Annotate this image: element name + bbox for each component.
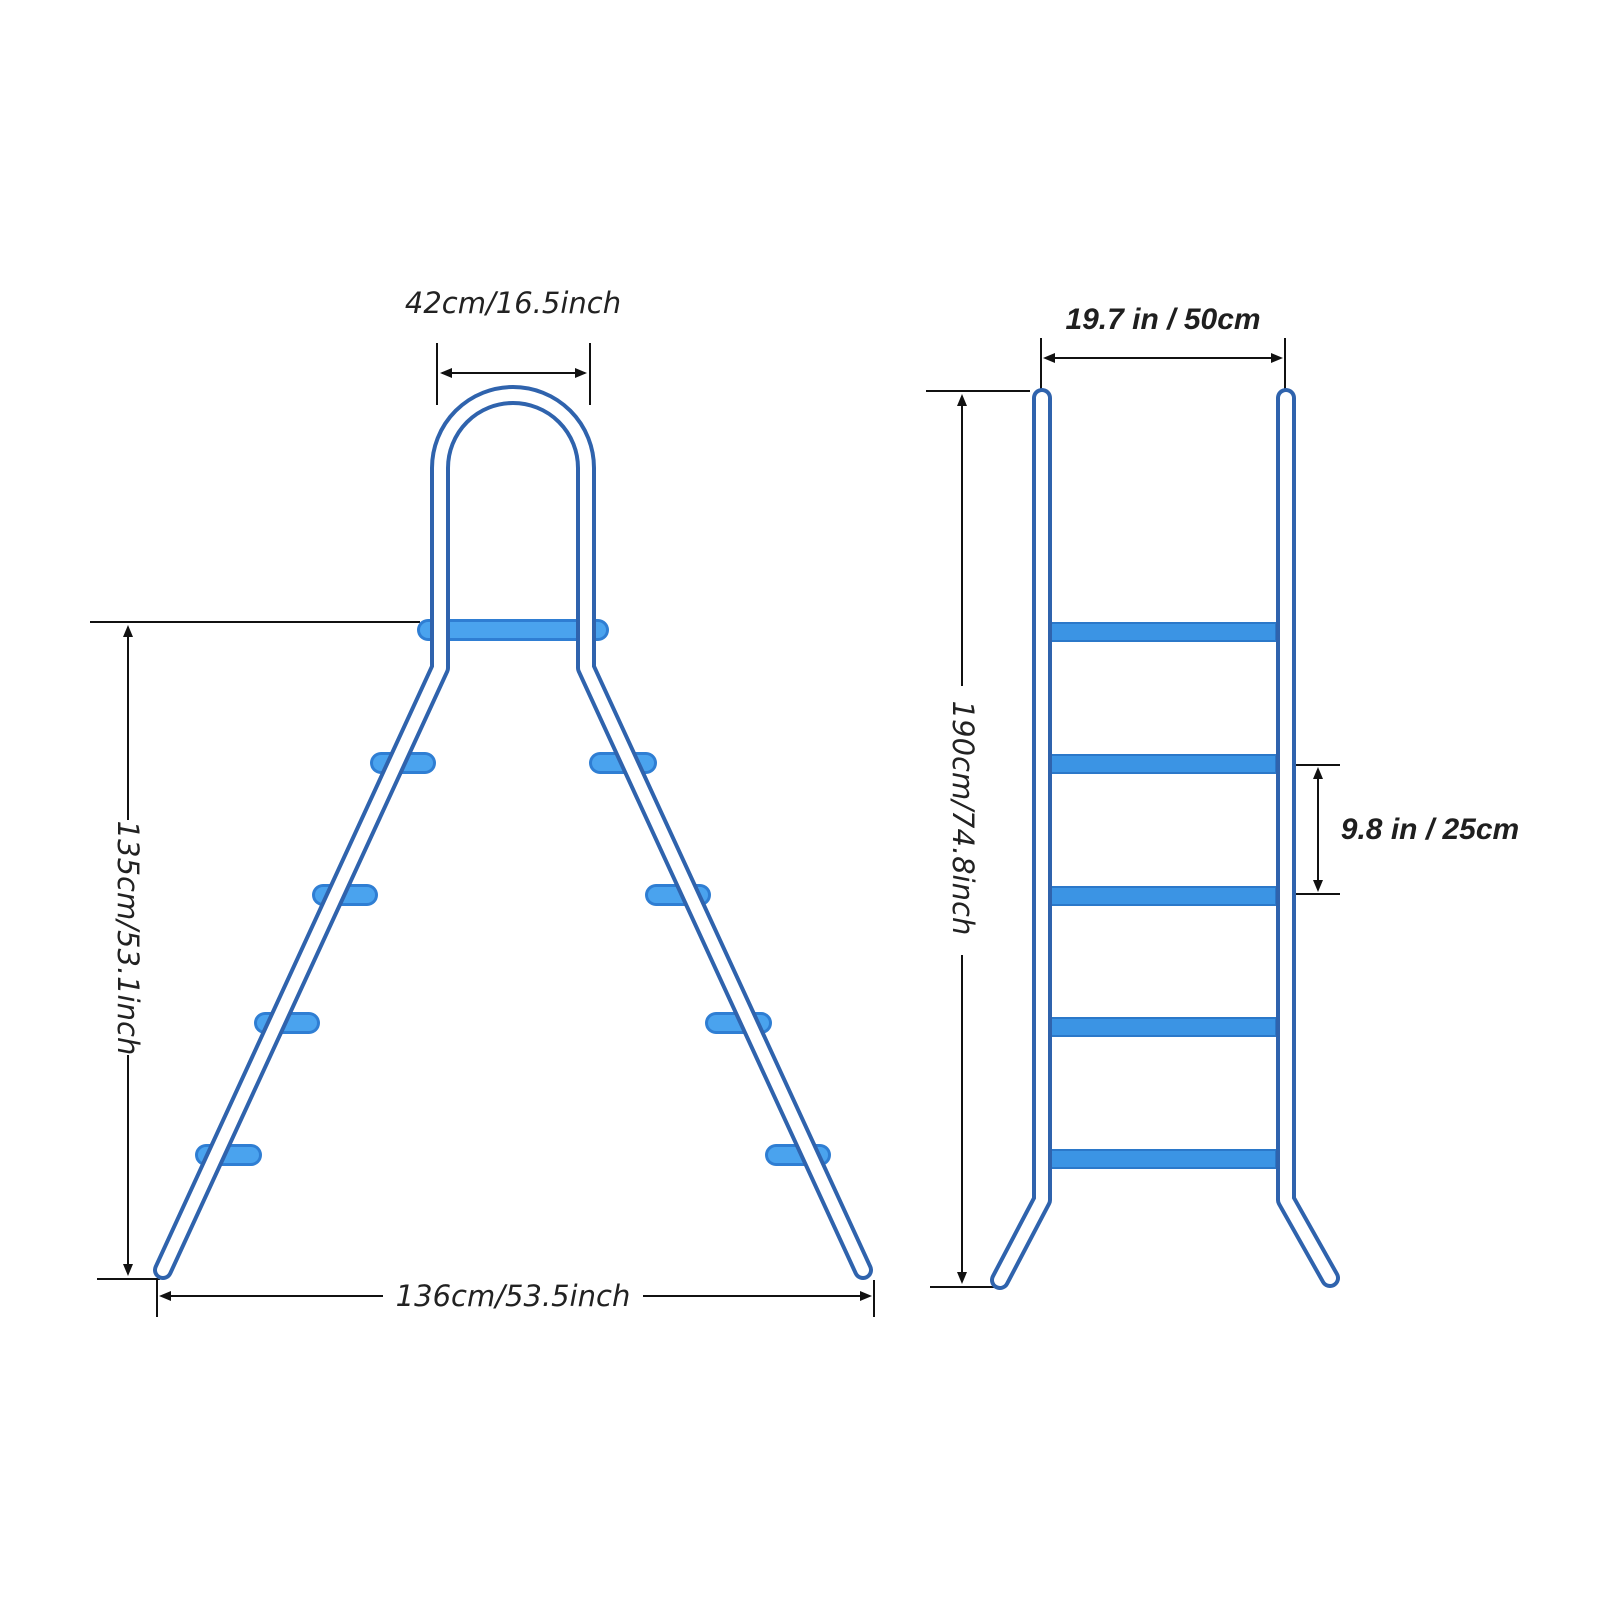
a-frame-ladder: 42cm/16.5inch 135cm/53.1inch 136cm/53.5i…: [90, 286, 875, 1317]
straight-ladder: 19.7 in / 50cm 190cm/74.8inch 9.8 in / 2…: [926, 303, 1519, 1290]
rung-spacing-dimension: 9.8 in / 25cm: [1292, 764, 1519, 895]
rung-5: [1050, 1149, 1277, 1169]
rung-1: [1050, 622, 1277, 642]
straight-rungs: [1050, 622, 1277, 1169]
straight-rails: [990, 388, 1340, 1290]
a-frame-height-dimension: 135cm/53.1inch: [90, 621, 420, 1280]
rung-spacing-label: 9.8 in / 25cm: [1341, 813, 1519, 846]
straight-width-label: 19.7 in / 50cm: [1065, 303, 1260, 336]
straight-height-dimension: 190cm/74.8inch: [926, 390, 1030, 1288]
base-width-label: 136cm/53.5inch: [396, 1279, 631, 1313]
straight-height-label: 190cm/74.8inch: [946, 701, 980, 936]
base-width-dimension: 136cm/53.5inch: [156, 1279, 875, 1317]
a-frame-rails: [153, 385, 873, 1280]
a-frame-height-label: 135cm/53.1inch: [111, 821, 145, 1056]
top-width-label: 42cm/16.5inch: [405, 286, 621, 320]
straight-width-dimension: 19.7 in / 50cm: [1040, 303, 1286, 392]
rung-2: [1050, 754, 1277, 774]
rung-4: [1050, 1017, 1277, 1037]
rung-3: [1050, 886, 1277, 906]
top-width-dimension: 42cm/16.5inch: [405, 286, 621, 405]
